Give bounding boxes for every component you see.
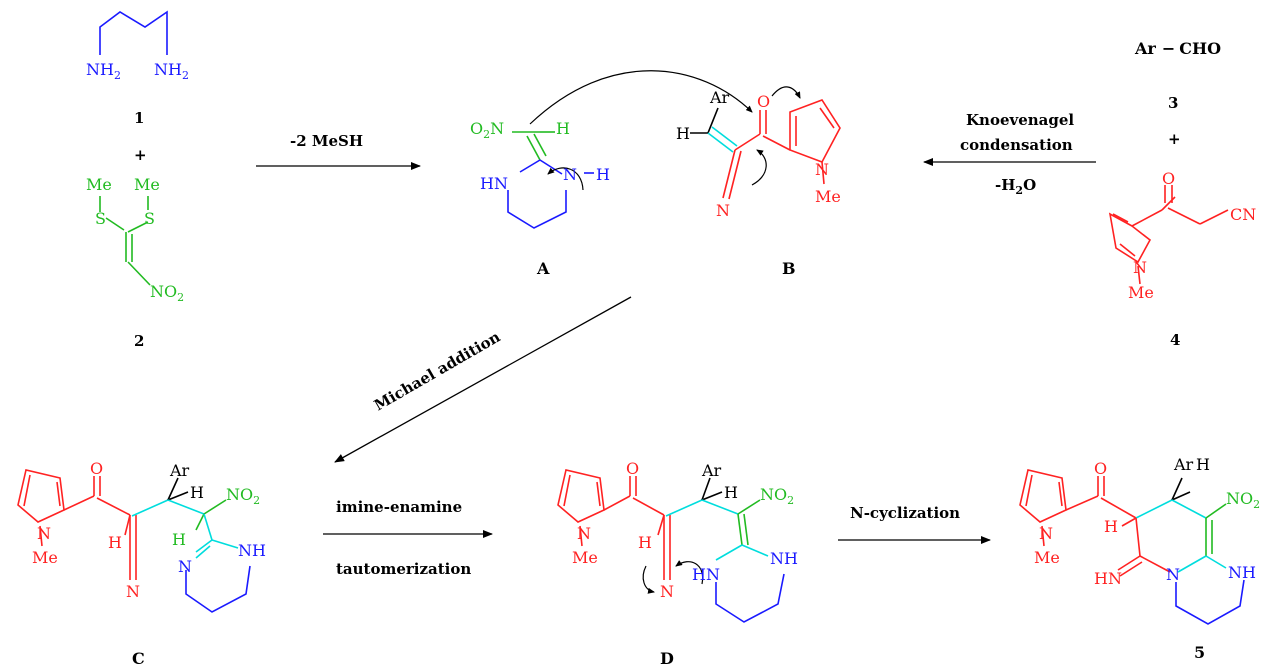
h-alpha-D: H [638, 533, 652, 552]
imine-n-C: N [178, 557, 192, 576]
label-compound-2: 2 [134, 332, 144, 350]
nitrile-B: N [716, 201, 730, 220]
label-compound-3: 3 [1168, 94, 1178, 112]
pyrrole-n-4: N [1133, 258, 1147, 277]
plus-sign-2: + [1168, 130, 1181, 148]
h-benzylic-5: H [1196, 455, 1210, 474]
label-B: B [782, 259, 796, 278]
intermediate-C [17, 469, 251, 613]
aryl-5: Ar [1173, 455, 1194, 474]
product-5 [1019, 469, 1245, 625]
pyrrole-n-D: N [577, 524, 591, 543]
sulfur-left: S [95, 209, 106, 228]
nitro-C: NO2 [226, 485, 260, 507]
methyl-B: Me [815, 187, 841, 206]
nitro-5: NO2 [1226, 489, 1260, 511]
arrow-michael [334, 296, 632, 463]
plus-sign: + [134, 146, 147, 164]
label-D: D [660, 649, 674, 668]
compound-1 [99, 10, 168, 55]
h-nitro-C: H [172, 530, 186, 549]
compound-4 [1108, 185, 1229, 285]
tautomerization-label-1: imine-enamine [336, 498, 462, 516]
label-compound-1: 1 [134, 109, 144, 127]
aryl-C: Ar [169, 461, 190, 480]
cyclization-label: N-cyclization [850, 504, 960, 522]
pyrrole-n-5: N [1039, 524, 1053, 543]
nh-5: NH [1228, 563, 1256, 582]
h-benzylic-C: H [190, 483, 204, 502]
oxygen-D: O [626, 459, 639, 478]
h-A: H [596, 165, 610, 184]
aldehyde-3: Ar−CHO [1134, 39, 1221, 58]
sulfur-right: S [144, 209, 155, 228]
methyl-C: Me [32, 548, 58, 567]
nh-D: NH [770, 549, 798, 568]
aryl-D: Ar [701, 461, 722, 480]
label-compound-5: 5 [1194, 643, 1205, 662]
pyrrole-n-C: N [37, 524, 51, 543]
compound-2 [99, 196, 151, 286]
methyl-D: Me [572, 548, 598, 567]
amine-right: NH2 [154, 60, 189, 82]
pyrrole-n-B: N [815, 160, 829, 179]
tautomerization-label-2: tautomerization [336, 560, 471, 578]
intermediate-A [507, 70, 753, 229]
vinyl-h-A: H [556, 119, 570, 138]
h-alpha-C: H [108, 533, 122, 552]
intermediate-D [557, 469, 785, 623]
nitro-D: NO2 [760, 485, 794, 507]
hn-D: HN [692, 565, 720, 584]
amine-left: NH2 [86, 60, 121, 82]
h-B: H [676, 124, 690, 143]
imine-5: HN [1094, 569, 1122, 588]
oxygen-5: O [1094, 459, 1107, 478]
nitrile-C: N [126, 582, 140, 601]
methyl-left: Me [86, 175, 112, 194]
condensation-label: condensation [960, 136, 1073, 154]
label-C: C [132, 649, 145, 668]
nitro-2: NO2 [150, 282, 184, 304]
nitro-A: O2N [470, 119, 504, 141]
h-benzylic-D: H [724, 483, 738, 502]
nh-C: NH [238, 541, 266, 560]
oxygen-4: O [1162, 169, 1175, 188]
methyl-right: Me [134, 175, 160, 194]
knoevenagel-label: Knoevenagel [966, 111, 1074, 129]
intermediate-B [690, 86, 841, 200]
label-compound-4: 4 [1170, 331, 1180, 349]
michael-label: Michael addition [371, 328, 503, 415]
h-ring-5: H [1104, 517, 1118, 536]
nitrile-4: CN [1230, 205, 1256, 224]
methyl-5: Me [1034, 548, 1060, 567]
oxygen-C: O [90, 459, 103, 478]
oxygen-B: O [757, 92, 770, 111]
nitrile-D: N [660, 582, 674, 601]
bridge-n-5: N [1166, 565, 1180, 584]
water-loss-label: -H2O [995, 176, 1036, 197]
label-A: A [536, 259, 550, 278]
n-A: N [563, 165, 577, 184]
step1-label: -2 MeSH [290, 132, 363, 150]
methyl-4: Me [1128, 283, 1154, 302]
hn-A: HN [480, 174, 508, 193]
aryl-B: Ar [709, 88, 730, 107]
